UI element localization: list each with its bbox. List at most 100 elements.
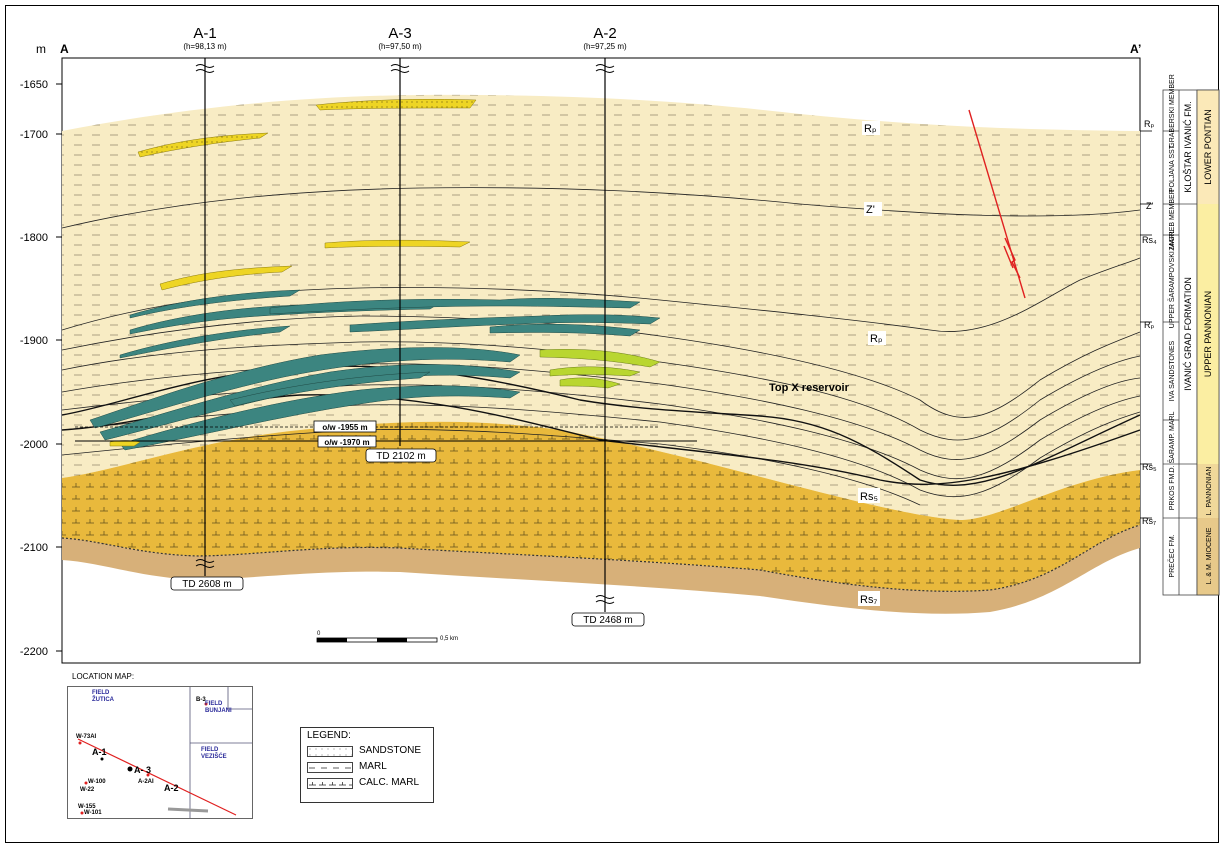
location-map-title: LOCATION MAP: xyxy=(72,672,135,681)
legend-label: MARL xyxy=(359,761,387,772)
map-well-label: A-1 xyxy=(92,747,107,757)
location-map-svg xyxy=(77,687,252,818)
horizon-label: Z' xyxy=(866,204,875,216)
formation-label: KLOŠTAR IVANIĆ FM. xyxy=(1183,101,1193,192)
erosion-surface xyxy=(61,524,1141,592)
depth-label: -1900 xyxy=(20,335,48,347)
member-label: D. ŠARAMP. MARL xyxy=(1167,411,1176,472)
map-well-label: W-22 xyxy=(80,787,95,793)
td-label: TD 2102 m xyxy=(376,451,425,462)
legend-row-marl: MARL xyxy=(307,761,429,774)
field-label: FIELD BUNJANI xyxy=(205,701,232,714)
right-horizon-labels: Rₚ Z' Rs₄ Rₚ Rs₅ Rs₇ xyxy=(1142,119,1157,526)
horizon-label: Rs₅ xyxy=(860,491,878,503)
legend-row-sandstone: SANDSTONE xyxy=(307,745,429,758)
well-name: A-1 xyxy=(193,25,216,42)
right-horizon-label: Rs₄ xyxy=(1142,235,1157,245)
well-name: A-3 xyxy=(388,25,411,42)
location-map-well-dots xyxy=(78,702,208,815)
sand-dots xyxy=(138,99,476,157)
location-map-main-wells xyxy=(100,757,133,772)
right-horizon-label: Rs₇ xyxy=(1142,516,1156,526)
sandstone-swatch xyxy=(307,746,353,757)
map-well-label: W-73AI xyxy=(76,734,97,740)
depth-label: -2000 xyxy=(20,439,48,451)
stage-label: L. PANNONIAN xyxy=(1206,467,1213,516)
oil-sand-lenses xyxy=(89,289,661,451)
right-horizon-label: Rs₅ xyxy=(1142,462,1157,472)
well-elevation: (h=97,25 m) xyxy=(583,42,627,51)
td-label: TD 2608 m xyxy=(182,579,231,590)
unit-label: m xyxy=(36,42,46,56)
well-paths xyxy=(204,58,606,612)
scale-zero: 0 xyxy=(317,631,321,637)
well-elevation: (h=97,50 m) xyxy=(378,42,422,51)
well-break-marks xyxy=(195,64,615,604)
member-label: UPPER ŠARAMPOVSKI MARL xyxy=(1167,230,1176,329)
right-horizon-ticks xyxy=(1140,130,1152,519)
reservoir-label: Top X reservoir xyxy=(769,382,850,394)
fault-line xyxy=(968,109,1026,299)
legend-label: SANDSTONE xyxy=(359,745,422,756)
legend-row-calc-marl: CALC. MARL xyxy=(307,777,429,790)
member-label: ZAGREB MEMBER xyxy=(1169,189,1176,250)
horizon-label: Rs₇ xyxy=(860,594,877,606)
horizon-labels: Rₚ Z' Rₚ Rs₅ Rs₇ xyxy=(858,121,886,606)
legend: LEGEND: SANDSTONE MARL CALC. MARL xyxy=(300,727,434,803)
td-label: TD 2468 m xyxy=(583,615,632,626)
map-well-label: W-100 xyxy=(88,779,106,785)
member-label: IVA SANDSTONES xyxy=(1169,340,1176,401)
horizon-label: Rₚ xyxy=(864,123,877,135)
strat-member-labels: GRABERSKI MEMBER POLJANA SST. ZAGREB MEM… xyxy=(1167,74,1176,577)
map-well-label: W-155 xyxy=(78,804,96,810)
section-start: A xyxy=(60,42,69,56)
calc-marl-swatch xyxy=(307,778,353,789)
member-label: PREČEC FM. xyxy=(1167,534,1176,577)
depth-label: -1650 xyxy=(20,79,48,91)
strat-stage-labels: LOWER PONTIAN UPPER PANNONIAN L. PANNONI… xyxy=(1203,109,1213,584)
td-boxes: TD 2608 m TD 2102 m TD 2468 m xyxy=(170,448,645,627)
stage-bg-miocene xyxy=(1197,518,1219,595)
depth-labels: -1650 -1700 -1800 -1900 -2000 -2100 -220… xyxy=(20,79,48,658)
depth-label: -1800 xyxy=(20,232,48,244)
calc-marl-pattern xyxy=(62,421,1140,592)
field-label: FIELD VEZIŠĆE xyxy=(201,747,227,760)
depth-label: -2200 xyxy=(20,646,48,658)
well-headers: A-1 (h=98,13 m) A-3 (h=97,50 m) A-2 (h=9… xyxy=(183,25,627,51)
legend-title: LEGEND: xyxy=(307,730,351,741)
stage-label: UPPER PANNONIAN xyxy=(1203,291,1213,377)
right-horizon-label: Rₚ xyxy=(1144,320,1154,330)
contact-labels: o/w -1955 m o/w -1970 m xyxy=(313,420,377,448)
location-map: FIELD ŽUTICA FIELD BUNJANI FIELD VEZIŠĆE… xyxy=(67,686,253,819)
section-end: A’ xyxy=(1130,42,1141,56)
stage-bg-l-pannonian xyxy=(1197,464,1219,518)
scale-end: 0,5 km xyxy=(440,636,458,642)
marl-swatch xyxy=(307,762,353,773)
legend-label: CALC. MARL xyxy=(359,777,420,788)
member-label: POLJANA SST. xyxy=(1169,144,1176,192)
map-well-label: A-2 xyxy=(164,783,179,793)
formation-label: IVANIĆ GRAD FORMATION xyxy=(1183,277,1193,391)
stage-label: LOWER PONTIAN xyxy=(1203,109,1213,185)
member-label: PRKOS FM. xyxy=(1169,472,1176,511)
field-label: FIELD ŽUTICA xyxy=(92,690,114,703)
horizon-label: Rₚ xyxy=(870,333,883,345)
contact-label: o/w -1955 m xyxy=(322,423,367,432)
right-horizon-label: Z' xyxy=(1146,201,1153,211)
depth-label: -1700 xyxy=(20,129,48,141)
map-well-label: B-3 xyxy=(196,697,206,703)
map-well-label: A-2AI xyxy=(138,779,154,785)
right-horizon-label: Rₚ xyxy=(1144,119,1154,129)
map-well-label: W-101 xyxy=(84,810,102,816)
scale-bar xyxy=(316,637,438,643)
depth-label: -2100 xyxy=(20,542,48,554)
stage-label: L. & M. MIOCENE xyxy=(1206,527,1213,584)
well-name: A-2 xyxy=(593,25,616,42)
depth-ticks xyxy=(56,83,62,652)
stage-bg-pontian xyxy=(1197,90,1219,204)
map-well-label: A- 3 xyxy=(134,765,152,775)
stage-border xyxy=(1196,89,1220,596)
stage-bg-upper-pannonian xyxy=(1197,204,1219,464)
contact-label: o/w -1970 m xyxy=(324,438,369,447)
